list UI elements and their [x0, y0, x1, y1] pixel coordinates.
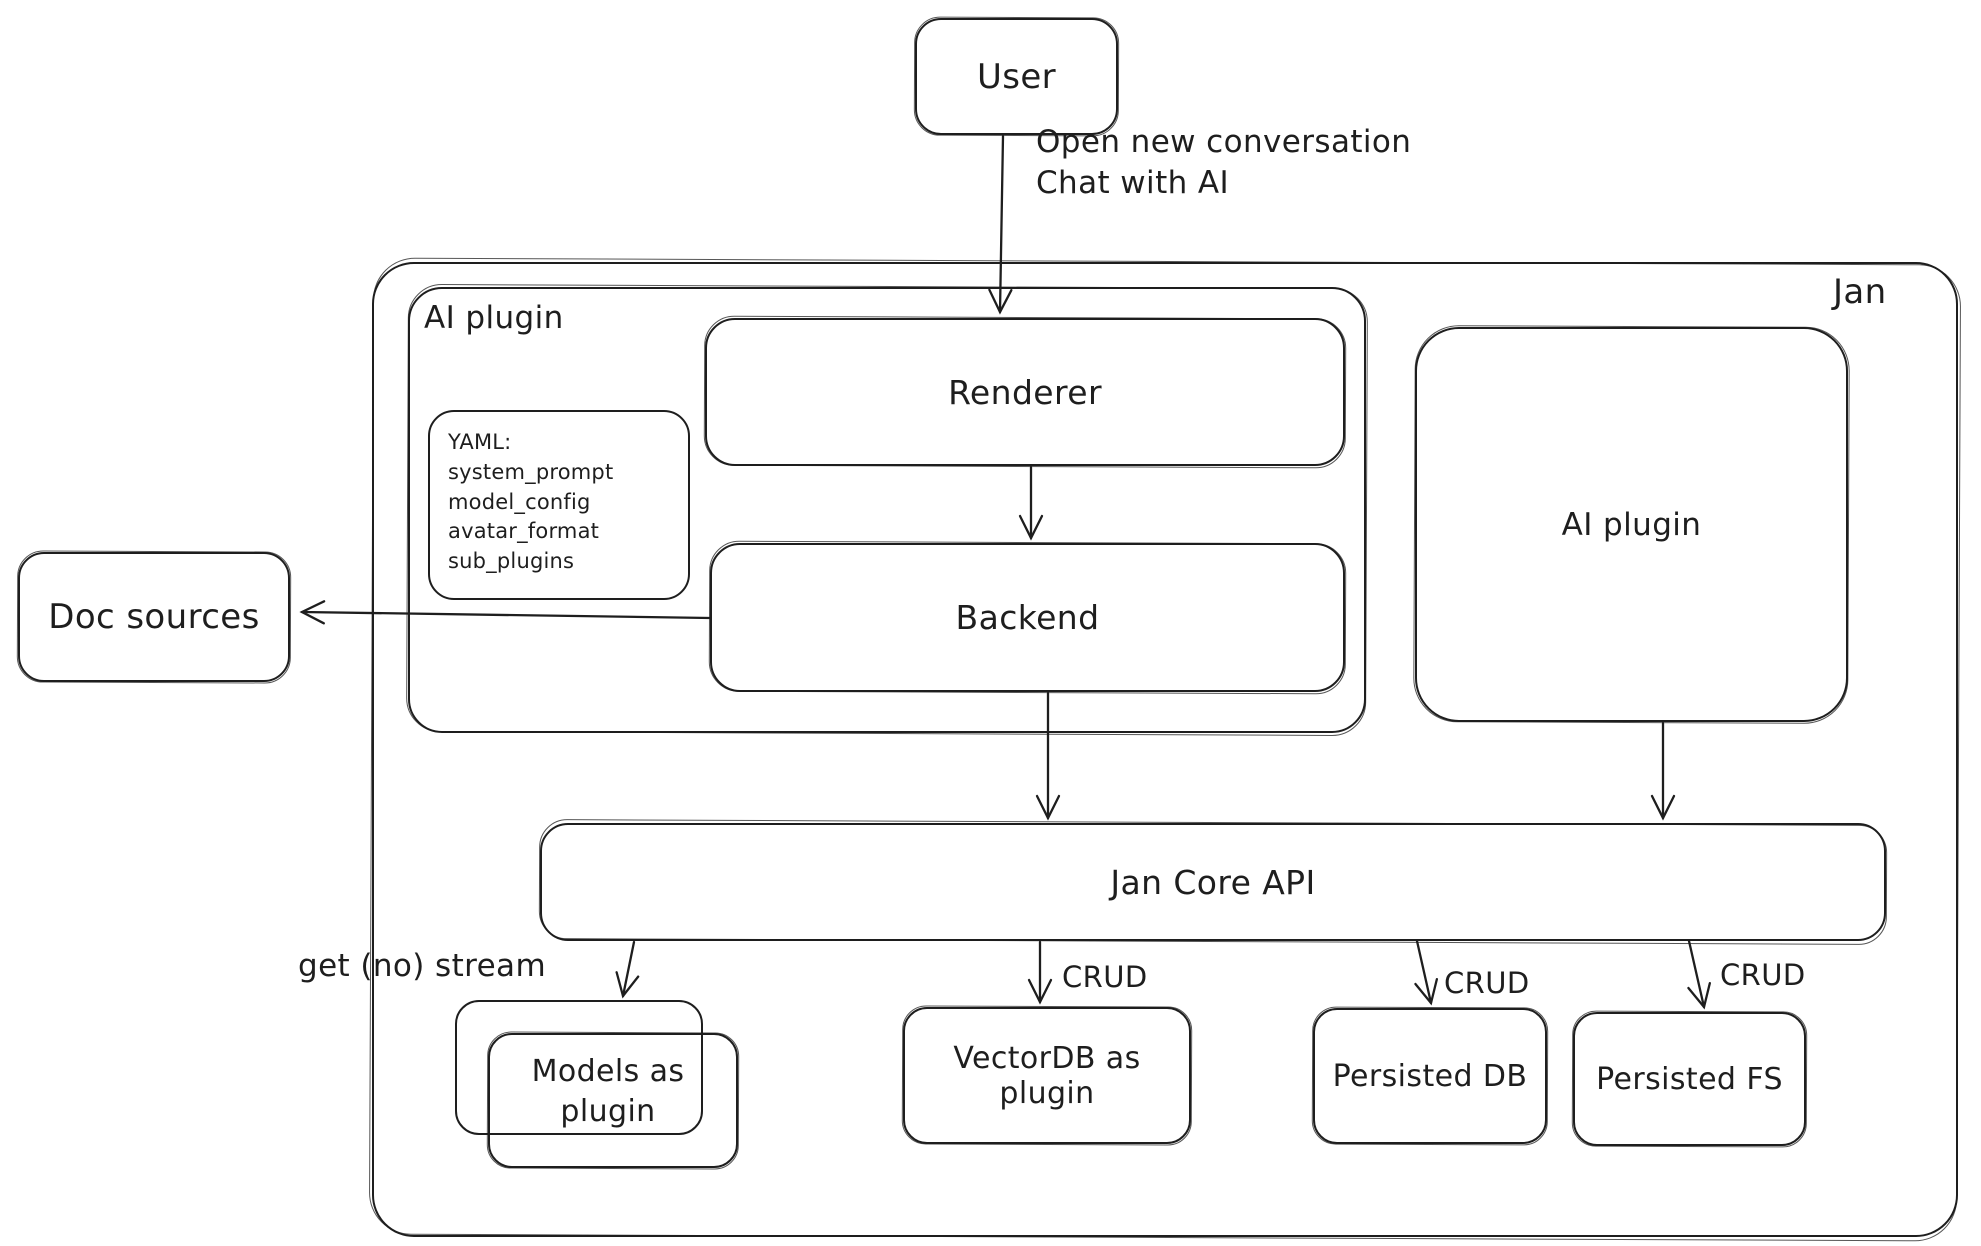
models-as-plugin-node [488, 1033, 738, 1168]
ai-plugin-group-container [408, 287, 1366, 733]
persisted-db-node: Persisted DB [1313, 1008, 1547, 1144]
edge-label-crud-persisted-fs: CRUD [1720, 958, 1806, 992]
edge-label-crud-persisted-db: CRUD [1444, 966, 1530, 1000]
ai-plugin-group-label: AI plugin [424, 300, 564, 336]
renderer-node: Renderer [705, 318, 1345, 466]
jan-core-api-node: Jan Core API [540, 823, 1886, 941]
jan-container-label: Jan [1833, 272, 1887, 312]
yaml-note: YAML: system_prompt model_config avatar_… [428, 410, 690, 600]
user-node: User [915, 18, 1118, 135]
doc-sources-node: Doc sources [18, 552, 290, 682]
ai-plugin-node: AI plugin [1415, 327, 1848, 722]
models-as-plugin-label: Models as plugin [531, 1054, 685, 1129]
edge-label-get-no-stream: get (no) stream [298, 948, 547, 984]
edge-label-crud-vectordb: CRUD [1062, 960, 1148, 994]
edge-label-open-conversation: Open new conversation Chat with AI [1036, 124, 1412, 201]
backend-node: Backend [710, 543, 1345, 692]
vectordb-as-plugin-node: VectorDB as plugin [903, 1007, 1191, 1144]
persisted-fs-node: Persisted FS [1573, 1012, 1806, 1146]
jan-container [372, 262, 1958, 1237]
